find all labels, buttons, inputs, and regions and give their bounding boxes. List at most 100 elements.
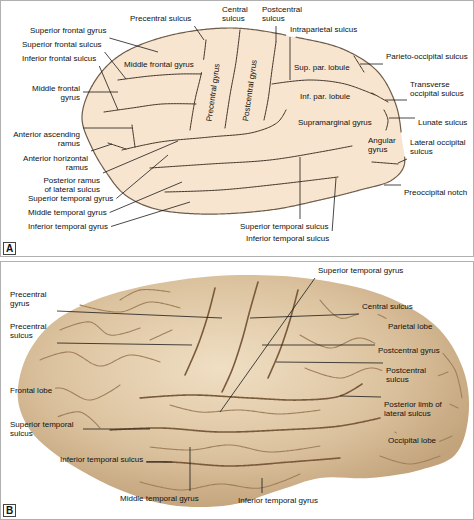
- sulcus-line: [268, 290, 298, 378]
- sulcus-line: [165, 177, 338, 192]
- gyrus-line: [60, 322, 140, 335]
- gyrus-line: [40, 352, 160, 366]
- gyrus-line: [450, 404, 458, 408]
- gyrus-label: Superior frontal gyrus: [30, 26, 106, 35]
- gyrus-label: Precentral gyrus: [10, 290, 54, 308]
- sulcus-line: [264, 42, 276, 120]
- leader-line: [360, 64, 383, 65]
- sulcus-line: [384, 110, 388, 130]
- lobe-label: Parietal lobe: [388, 322, 432, 331]
- gyrus-label: Supramarginal gyrus: [298, 118, 372, 127]
- leader-line: [83, 128, 132, 129]
- gyrus-line: [378, 314, 386, 318]
- gyrus-label: Middle frontal gyrus: [124, 60, 194, 69]
- leaders: [57, 26, 415, 493]
- sulcus-label: Posterior limb of lateral sulcus: [384, 400, 446, 418]
- lobe-label: Frontal lobe: [10, 386, 52, 395]
- sulcus-line: [110, 418, 380, 432]
- sulcus-line: [150, 146, 352, 168]
- leader-line: [105, 52, 126, 79]
- gyrus-line: [120, 290, 170, 300]
- sulcus-label: Inferior frontal sulcus: [22, 54, 96, 63]
- leader-line: [332, 178, 336, 231]
- brain-photo: [18, 275, 469, 507]
- leader-line: [398, 159, 407, 163]
- lobule-label: Inf. par. lobule: [300, 92, 350, 101]
- leader-line: [384, 185, 401, 186]
- sulcus-label: Lunate sulcus: [418, 118, 467, 127]
- gyrus-label: Postcentral gyrus: [241, 59, 259, 121]
- sulcus-label: Superior temporal sulcus: [240, 222, 328, 231]
- sulcus-label: Superior temporal sulcus: [10, 420, 80, 438]
- gyrus-line: [300, 335, 375, 348]
- leader-line: [389, 118, 415, 119]
- leader-line: [340, 396, 381, 397]
- leader-line: [262, 345, 375, 346]
- leader-line: [194, 26, 204, 40]
- sulcus-label: Superior frontal sulcus: [22, 40, 102, 49]
- sulcus-label: Central sulcus: [362, 302, 413, 311]
- sulcus-label: Parieto-occipital sulcus: [386, 52, 468, 61]
- gyrus-line: [80, 302, 180, 312]
- gyrus-line: [443, 353, 462, 398]
- gyrus-line: [170, 405, 320, 414]
- sulcus-label: Central sulcus: [222, 5, 258, 23]
- brain-outline: [92, 28, 286, 86]
- gyrus-label: Precentral gyrus: [205, 63, 222, 122]
- sulcus-line: [185, 288, 215, 375]
- ramus-label: Posterior ramus of lateral sulcus: [38, 176, 100, 194]
- sulcus-line: [104, 104, 196, 112]
- sulcus-line: [204, 40, 206, 59]
- gyrus-label: Postcentral gyrus: [378, 346, 440, 355]
- leader-line: [146, 462, 172, 463]
- sulcus-line: [222, 282, 258, 392]
- leader-line: [190, 447, 191, 491]
- gyrus-label: Superior temporal gyrus: [28, 194, 113, 203]
- leader-line: [250, 314, 359, 318]
- gyrus-label: Middle temporal gyrus: [120, 494, 199, 503]
- sulcus-line: [118, 74, 202, 80]
- sulcus-line: [140, 384, 362, 400]
- gyrus-line: [438, 372, 448, 376]
- gyrus-line: [305, 368, 382, 378]
- gyrus-label: Superior temporal gyrus: [318, 266, 403, 275]
- leader-line: [300, 157, 301, 219]
- gyrus-label: Inferior temporal gyrus: [238, 496, 318, 505]
- sulcus-line: [132, 125, 135, 147]
- notch-label: Preoccipital notch: [404, 188, 467, 197]
- sulcus-line: [122, 110, 286, 150]
- sulcus-label: Postcentral sulcus: [262, 5, 310, 23]
- lobe-label: Occipital lobe: [388, 436, 436, 445]
- leader-line: [290, 37, 291, 80]
- ramus-label: Anterior horizontal ramus: [16, 154, 88, 172]
- sulcus-label: Precentral sulcus: [10, 322, 54, 340]
- leader-line: [109, 38, 158, 52]
- ramus-label: Anterior ascending ramus: [8, 130, 80, 148]
- leader-line: [91, 144, 112, 151]
- panel-frame: [1, 1, 474, 257]
- sulcus-line: [147, 458, 340, 466]
- sulcus-line: [372, 93, 388, 102]
- sulcus-label: Lateral occipital sulcus: [410, 138, 468, 156]
- leader-line: [276, 26, 277, 42]
- gyrus-label: Inferior temporal gyrus: [28, 222, 108, 231]
- sulcus-label: Inferior temporal sulcus: [60, 455, 143, 464]
- gyrus-line: [150, 330, 172, 340]
- gyrus-line: [150, 445, 320, 452]
- gyrus-label: Middle temporal gyrus: [28, 208, 107, 217]
- sulcus-line: [190, 73, 201, 130]
- leader-line: [276, 362, 383, 363]
- leader-line: [103, 141, 178, 173]
- panel-letter: A: [3, 242, 16, 255]
- leader-line: [111, 202, 190, 227]
- gyrus-label: Angular gyrus: [368, 136, 402, 154]
- sulcus-label: Inferior temporal sulcus: [246, 234, 329, 243]
- sulcus-label: Precentral sulcus: [130, 14, 191, 23]
- leader-line: [57, 343, 192, 345]
- leader-line: [262, 478, 263, 493]
- sulcus-label: Intraparietal sulcus: [290, 25, 357, 34]
- leader-line: [83, 429, 150, 430]
- leader-line: [57, 311, 222, 318]
- panel-frame: [1, 262, 474, 520]
